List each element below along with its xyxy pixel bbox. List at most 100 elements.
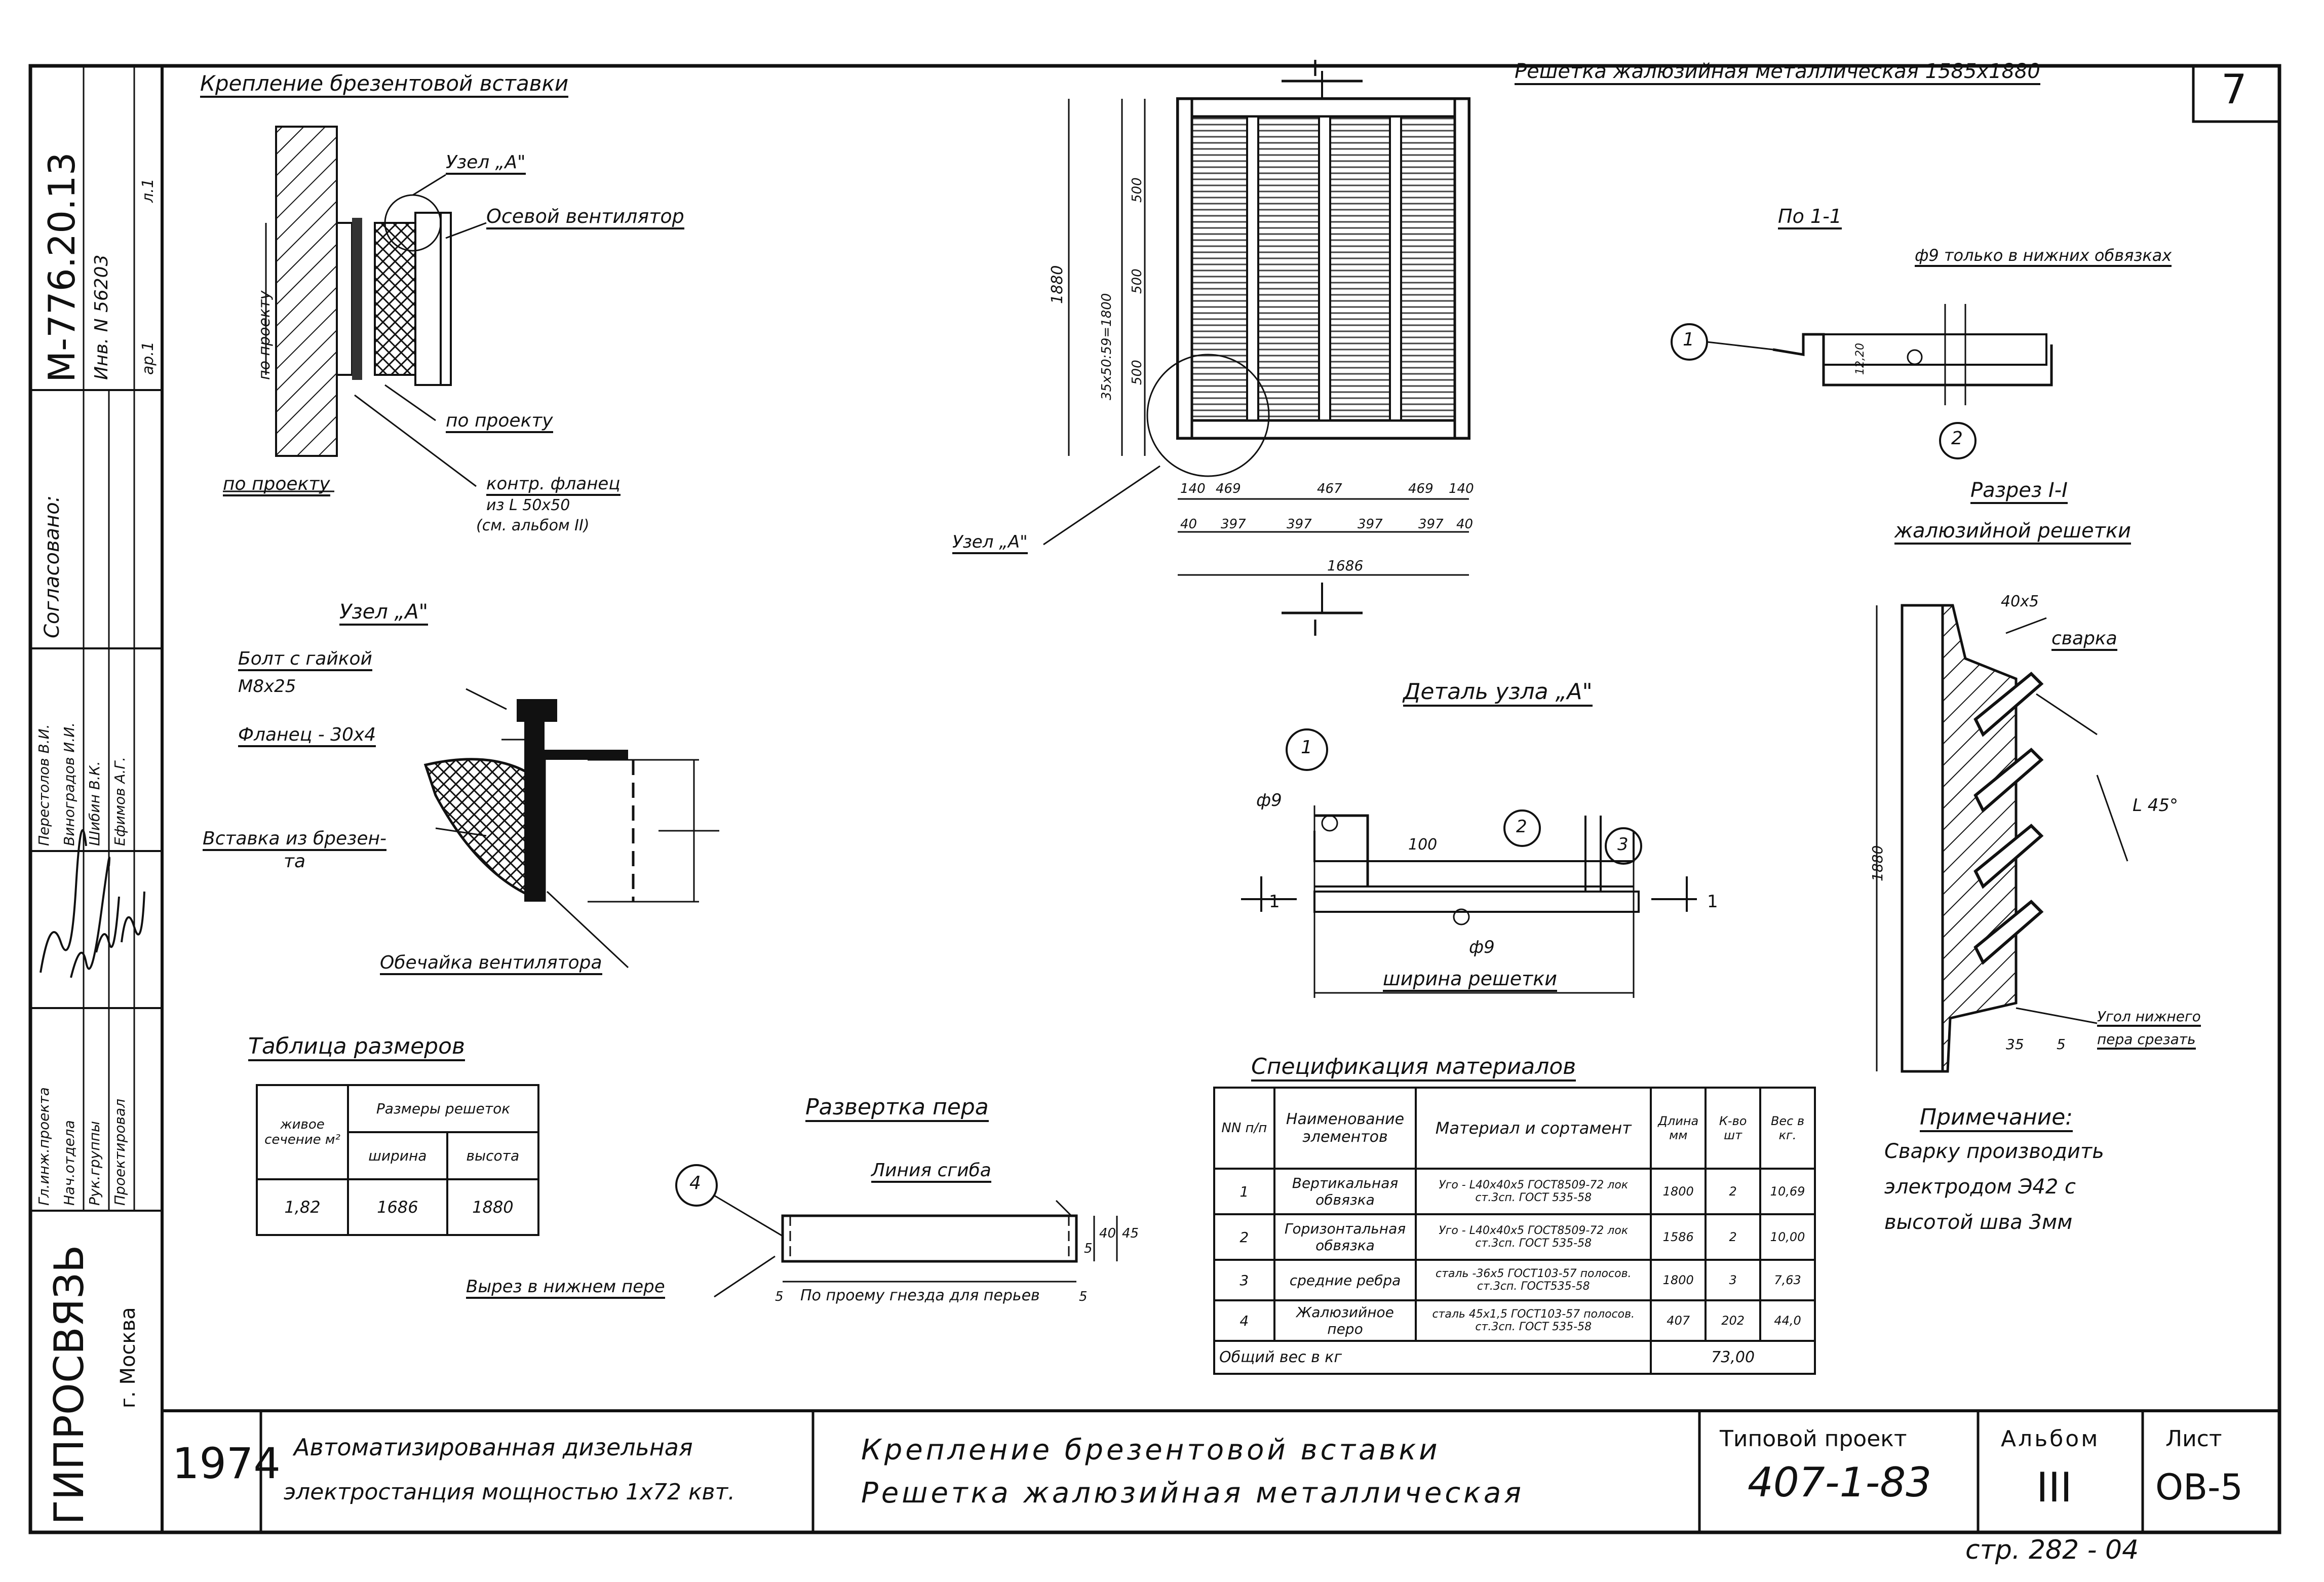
- spec-r3-w: 7,63: [1759, 1259, 1816, 1301]
- label-per-project-1: по проекту: [446, 410, 553, 433]
- spec-r4-mat: сталь 45х1,5 ГОСТ103-57 полосов. ст.3сп.…: [1415, 1299, 1652, 1342]
- label-bend-line: Линия сгиба: [871, 1160, 991, 1183]
- spec-r1-name: Вертикальная обвязка: [1273, 1168, 1417, 1215]
- spec-h-qty: К-во шт: [1705, 1087, 1762, 1170]
- tb-year: 1974: [172, 1439, 281, 1488]
- circle-1: 1: [1301, 737, 1312, 758]
- tb-sheet-value: ОВ-5: [2155, 1467, 2243, 1508]
- dim-bottom-mid-5: 397: [1418, 517, 1444, 532]
- title-section-i-i-1: Разрез I-I: [1970, 479, 2068, 504]
- spec-r4-len: 407: [1650, 1299, 1707, 1342]
- spec-r1-len: 1800: [1650, 1168, 1707, 1215]
- label-bolt-2: М8х25: [238, 676, 296, 697]
- stamp-name-2: Виноградов И.И.: [61, 722, 78, 846]
- spec-r3-qty: 3: [1705, 1259, 1762, 1301]
- section-blades: [1973, 671, 2044, 965]
- spec-h-w: Вес в кг.: [1759, 1087, 1816, 1170]
- label-cut-lower: Вырез в нижнем пере: [466, 1277, 665, 1299]
- spec-r1-qty: 2: [1705, 1168, 1762, 1215]
- label-node-a-plan: Узел „А": [952, 532, 1028, 554]
- label-phi9-b: ф9: [1469, 937, 1495, 957]
- label-grille-width: ширина решетки: [1383, 968, 1557, 992]
- stamp-agreed: Согласовано:: [41, 495, 64, 638]
- spec-r2-qty: 2: [1705, 1213, 1762, 1261]
- circle-2: 2: [1516, 817, 1527, 837]
- dim-bottom-top-4: 469: [1408, 481, 1434, 496]
- label-phi9-only: ф9 только в нижних обвязках: [1915, 246, 2172, 267]
- size-header-grille: Размеры решеток: [347, 1084, 539, 1133]
- spec-h-len: Длина мм: [1650, 1087, 1707, 1170]
- label-per-project-2: по проекту: [223, 474, 330, 496]
- label-counter-flange-1: контр. фланец: [486, 474, 621, 496]
- dim-35x50: 35х50:59=1800: [1099, 293, 1114, 400]
- label-counter-flange-3: (см. альбом II): [476, 517, 590, 534]
- stamp-name-4: Ефимов А.Г.: [111, 756, 128, 846]
- dim-bottom-top-2: 469: [1216, 481, 1241, 496]
- title-section-i-i-2: жалюзийной решетки: [1894, 519, 2132, 545]
- spec-r3-len: 1800: [1650, 1259, 1707, 1301]
- dim-blade-5b: 5: [1079, 1289, 1088, 1304]
- sec-1-left: 1: [1269, 892, 1280, 912]
- label-per-project-3: по проекту: [256, 290, 274, 380]
- label-bolt-1: Болт с гайкой: [238, 648, 372, 671]
- tb-sheet-label: Лист: [2165, 1426, 2222, 1452]
- size-header-width: ширина: [347, 1131, 448, 1180]
- spec-table: NN п/п Наименование элементов Материал и…: [1213, 1087, 1816, 1375]
- size-header-area: живое сечение м²: [256, 1084, 349, 1180]
- stamp-role-4: Проектировал: [111, 1098, 128, 1206]
- bottom-stamp: стр. 282 - 04: [1965, 1535, 2139, 1565]
- note-line-2: электродом Э42 с: [1884, 1175, 2076, 1199]
- spec-r1-mat: Уго - L40х40х5 ГОСТ8509-72 лок ст.3сп. Г…: [1415, 1168, 1652, 1215]
- label-cut-corner-1: Угол нижнего: [2097, 1008, 2201, 1027]
- spec-r2-n: 2: [1213, 1213, 1275, 1261]
- tb-album-label: Альбом: [2001, 1426, 2100, 1452]
- dim-side-500c: 500: [1130, 360, 1145, 385]
- note-line-3: высотой шва 3мм: [1884, 1211, 2073, 1234]
- tb-drawing-2: Решетка жалюзийная металлическая: [861, 1477, 1524, 1510]
- roman-i-top: I: [1312, 56, 1319, 82]
- label-node-a-tag: Узел „А": [446, 152, 526, 175]
- spec-r3-mat: сталь -36х5 ГОСТ103-57 полосов. ст.3сп. …: [1415, 1259, 1652, 1301]
- label-flange: Фланец - 30х4: [238, 724, 376, 747]
- dim-1880b: 1880: [1869, 845, 1886, 881]
- size-cell-height: 1880: [446, 1178, 540, 1236]
- circle-4: 4: [689, 1173, 701, 1193]
- label-phi9-a: ф9: [1256, 790, 1282, 811]
- size-cell-width: 1686: [347, 1178, 448, 1236]
- dim-blade-5: 5: [1084, 1241, 1093, 1256]
- title-fastening: Крепление брезентовой вставки: [200, 71, 569, 98]
- spec-r4-name: Жалюзийное перо: [1273, 1299, 1417, 1342]
- stamp-doc-code: М-776.20.13: [41, 152, 83, 382]
- stamp-name-1: Перестолов В.И.: [35, 724, 52, 846]
- label-insert-1: Вставка из брезен-: [203, 828, 386, 851]
- dim-1686: 1686: [1327, 557, 1364, 574]
- label-welding: сварка: [2051, 628, 2117, 651]
- dim-bottom-top-1: 140: [1180, 481, 1206, 496]
- tb-typical-value: 407-1-83: [1748, 1459, 1932, 1506]
- title-blade-unfold: Развертка пера: [805, 1094, 989, 1122]
- label-fan-shell: Обечайка вентилятора: [380, 952, 602, 975]
- stamp-name-3: Шибин В.К.: [86, 761, 103, 846]
- label-angle-45: L 45°: [2133, 795, 2179, 816]
- dim-blade-5a: 5: [775, 1289, 784, 1304]
- stamp-sheet-small: л.1: [139, 178, 157, 203]
- label-counter-flange-2: из L 50х50: [486, 496, 570, 514]
- size-header-height: высота: [446, 1131, 540, 1180]
- label-cut-corner-2: пера срезать: [2097, 1031, 2196, 1050]
- stamp-role-3: Рук.группы: [86, 1121, 103, 1206]
- circle-3: 3: [1617, 834, 1629, 855]
- dim-bottom-top-5: 140: [1449, 481, 1474, 496]
- spec-r2-w: 10,00: [1759, 1213, 1816, 1261]
- dim-blade-45: 45: [1122, 1226, 1139, 1241]
- spec-total-label: Общий вес в кг: [1213, 1340, 1652, 1375]
- stamp-role-2: Нач.отдела: [61, 1120, 78, 1206]
- dim-100: 100: [1408, 836, 1438, 854]
- stamp-inv: Инв. N 56203: [91, 254, 112, 380]
- spec-r4-qty: 202: [1705, 1299, 1762, 1342]
- spec-r3-n: 3: [1213, 1259, 1275, 1301]
- dim-bottom-mid-1: 40: [1180, 517, 1197, 532]
- title-detail-node-a: Деталь узла „А": [1403, 679, 1593, 707]
- spec-r1-w: 10,69: [1759, 1168, 1816, 1215]
- spec-r3-name: средние ребра: [1273, 1259, 1417, 1301]
